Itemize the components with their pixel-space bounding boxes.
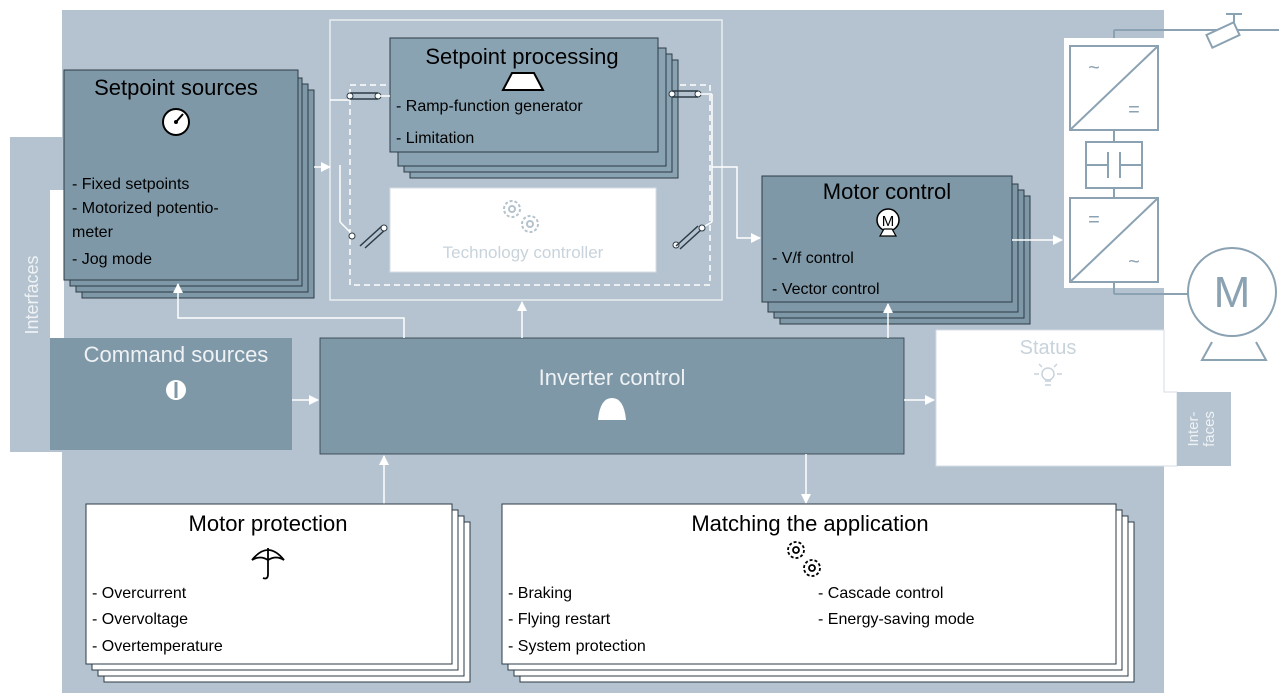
setpoint-processing-item-2: - Limitation [396, 130, 474, 147]
switch-top-left [330, 92, 390, 101]
setpoint-sources-item-3: meter [72, 224, 114, 241]
motor-protection-item-3: - Overtemperature [92, 638, 223, 655]
technology-controller-label: Technology controller [443, 243, 604, 262]
mains-supply [1113, 13, 1279, 50]
matching-item-right-2: - Energy-saving mode [818, 611, 975, 628]
setpoint-processing-frame [329, 19, 723, 301]
inverter-control-title: Inverter control [539, 365, 686, 390]
motor-symbol-icon: M [876, 208, 900, 237]
matching-application-module: Matching the application - Braking - Fly… [501, 503, 1135, 683]
power-unit: ~ = = ~ [1064, 38, 1166, 288]
setpoint-sources-item-4: - Jog mode [72, 251, 152, 268]
switch-bottom-right [672, 221, 713, 250]
arrow-processing-to-motor [722, 166, 761, 243]
matching-item-left-3: - System protection [508, 638, 646, 655]
technology-controller-box: Technology controller [389, 187, 657, 273]
motor-protection-title: Motor protection [189, 511, 348, 536]
dial-icon [162, 108, 190, 136]
inverter-ac-symbol: ~ [1128, 251, 1140, 273]
gears-icon [503, 200, 539, 233]
interfaces-right-bar: Inter- faces [1177, 392, 1231, 466]
matching-item-left-1: - Braking [508, 585, 572, 602]
rectifier-ac-symbol: ~ [1088, 57, 1100, 79]
ramp-icon [501, 72, 545, 91]
motor-icon: M [1113, 247, 1277, 361]
inverter-control-icon [598, 398, 626, 420]
motor-control-item-2: - Vector control [772, 281, 880, 298]
setpoint-processing-item-1: - Ramp-function generator [396, 98, 583, 115]
inverter-control-module: Inverter control [319, 337, 905, 455]
command-sources-title: Command sources [84, 342, 269, 367]
status-title: Status [1020, 337, 1077, 359]
switch-bottom-left [339, 165, 388, 249]
interfaces-right-line1: Inter- [1185, 411, 1202, 446]
interfaces-left-label: Interfaces [22, 255, 42, 334]
matching-application-title: Matching the application [691, 511, 928, 536]
setpoint-sources-title: Setpoint sources [94, 75, 258, 100]
status-box: Status [935, 329, 1178, 467]
motor-control-module: Motor control M - V/f control - Vector c… [761, 175, 1031, 325]
matching-item-left-2: - Flying restart [508, 611, 611, 628]
motor-control-item-1: - V/f control [772, 250, 854, 267]
lightbulb-icon [1034, 363, 1062, 386]
command-sources-module: Command sources [50, 338, 292, 450]
interfaces-right-line2: faces [1201, 411, 1218, 447]
gears-icon-dark [787, 541, 821, 577]
setpoint-sources-item-1: - Fixed setpoints [72, 176, 189, 193]
motor-protection-item-2: - Overvoltage [92, 611, 188, 628]
setpoint-sources-item-2: - Motorized potentio- [72, 200, 219, 217]
motor-letter: M [1214, 268, 1251, 317]
arrow-inverter-to-sources [173, 283, 405, 338]
motor-control-title: Motor control [823, 179, 951, 204]
inverter-dc-symbol: = [1088, 209, 1100, 231]
matching-item-right-1: - Cascade control [818, 585, 943, 602]
motor-protection-module: Motor protection - Overcurrent - Overvol… [85, 503, 471, 683]
setpoint-sources-module: Setpoint sources - Fixed setpoints - Mot… [63, 69, 315, 299]
motor-symbol-letter: M [882, 213, 895, 230]
setpoint-processing-title: Setpoint processing [425, 44, 618, 69]
setpoint-processing-module: Setpoint processing - Ramp-function gene… [389, 37, 679, 179]
motor-protection-item-1: - Overcurrent [92, 585, 187, 602]
rectifier-dc-symbol: = [1128, 99, 1140, 121]
power-switch-icon [166, 380, 186, 400]
switch-top-right [668, 90, 713, 222]
umbrella-icon [251, 548, 285, 580]
